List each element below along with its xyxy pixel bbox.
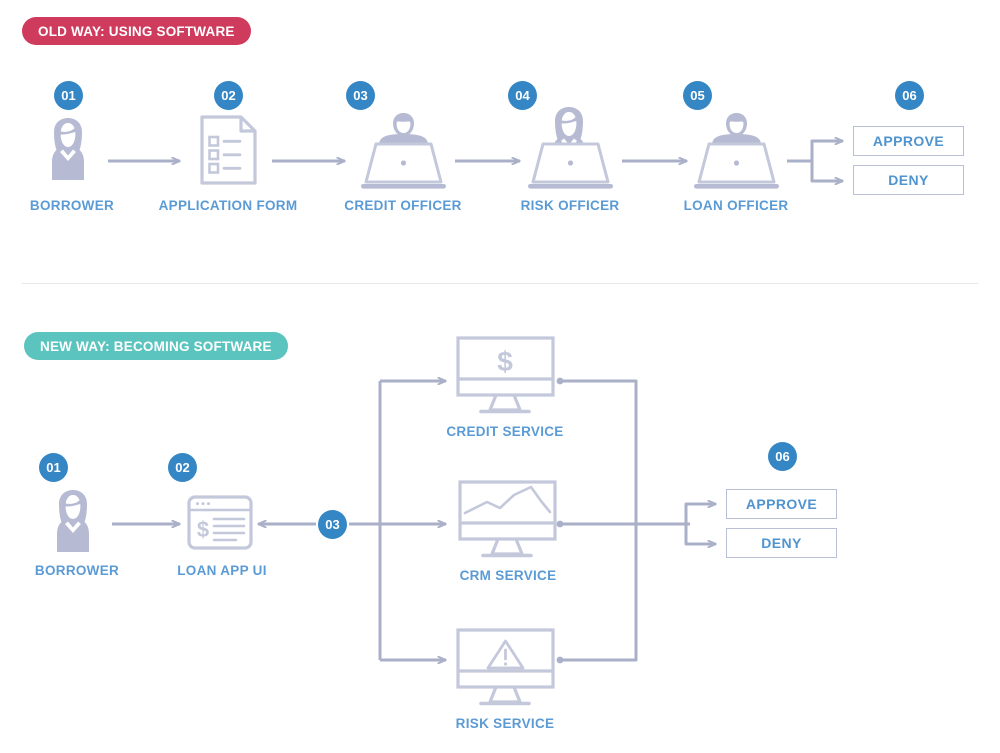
svg-text:$: $ <box>497 346 513 377</box>
person-female-icon <box>52 118 84 180</box>
node-label-credit-officer: CREDIT OFFICER <box>344 198 462 213</box>
person-male-laptop-icon <box>361 113 446 189</box>
decision-box-deny-new[interactable]: DENY <box>726 528 837 558</box>
section-pill-old-way: OLD WAY: USING SOFTWARE <box>22 17 251 45</box>
person-female-laptop-icon <box>528 107 613 189</box>
fanout-hub-icon <box>349 381 446 660</box>
node-label-risk-service: RISK SERVICE <box>455 716 555 731</box>
node-label-loan-officer: LOAN OFFICER <box>683 198 789 213</box>
section-pill-new-way: NEW WAY: BECOMING SOFTWARE <box>24 332 288 360</box>
decision-box-deny-old[interactable]: DENY <box>853 165 964 195</box>
person-female-icon <box>57 490 89 552</box>
svg-text:$: $ <box>197 517 209 542</box>
person-male-laptop-icon <box>694 113 779 189</box>
node-label-crm-service: CRM SERVICE <box>459 568 557 583</box>
node-label-risk-officer: RISK OFFICER <box>520 198 620 213</box>
node-label-borrower-new: BORROWER <box>34 563 120 578</box>
step-badge-new-01: 01 <box>39 453 68 482</box>
monitor-warning-icon <box>456 628 555 706</box>
decision-fork-icon <box>684 504 716 544</box>
node-label-credit-service: CREDIT SERVICE <box>446 424 564 439</box>
node-label-application-form: APPLICATION FORM <box>158 198 298 213</box>
service-return-bus <box>556 377 690 664</box>
section-divider <box>22 283 978 284</box>
node-label-loan-app-ui: LOAN APP UI <box>177 563 267 578</box>
step-badge-new-03: 03 <box>318 510 347 539</box>
decision-box-approve-old[interactable]: APPROVE <box>853 126 964 156</box>
monitor-linechart-icon <box>458 480 557 558</box>
decision-box-approve-new[interactable]: APPROVE <box>726 489 837 519</box>
decision-fork-icon <box>787 141 843 181</box>
monitor-dollar-icon: $ <box>456 336 555 414</box>
step-badge-old-03: 03 <box>346 81 375 110</box>
step-badge-old-05: 05 <box>683 81 712 110</box>
step-badge-old-06: 06 <box>895 81 924 110</box>
browser-window-dollar-icon: $ <box>187 495 253 550</box>
step-badge-old-01: 01 <box>54 81 83 110</box>
step-badge-old-04: 04 <box>508 81 537 110</box>
node-label-borrower-old: BORROWER <box>29 198 115 213</box>
step-badge-old-02: 02 <box>214 81 243 110</box>
step-badge-new-06: 06 <box>768 442 797 471</box>
document-checklist-icon <box>200 115 257 185</box>
step-badge-new-02: 02 <box>168 453 197 482</box>
